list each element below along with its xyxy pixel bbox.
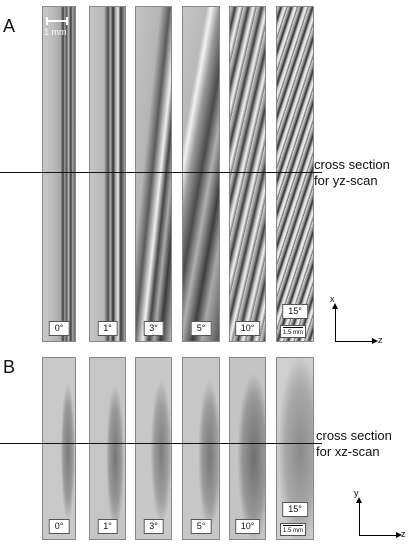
angle-label-a-3: 3° (143, 321, 164, 336)
cross-section-label-b: cross section for xz-scan (316, 428, 392, 460)
scale-bar (46, 17, 68, 25)
strip-a-5deg: 5° (182, 6, 220, 342)
cross-section-label-b-line1: cross section (316, 428, 392, 443)
axis-indicator-b: y z (354, 488, 406, 539)
strip-a-10deg: 10° (229, 6, 266, 342)
mini-scale-label: 1.5 mm (283, 330, 304, 336)
scale-bar-label: 1 mm (44, 27, 67, 37)
cross-section-line-a (0, 172, 322, 173)
strip-b-5deg: 5° (182, 357, 220, 540)
mini-scale-bar: 1.5 mm (280, 325, 307, 338)
axis-arrow-vertical (332, 303, 338, 342)
angle-label-b-5: 5° (190, 519, 212, 534)
angle-label-b-0: 0° (48, 519, 70, 534)
angle-label-a-15: 15° (282, 304, 308, 319)
cross-section-line-b (0, 443, 322, 444)
strip-a-15deg: 1.5 mm 15° (276, 6, 314, 342)
cross-section-label-a-line1: cross section (314, 157, 390, 172)
axis-indicator-a: x z (330, 294, 383, 345)
angle-label-b-1: 1° (97, 519, 118, 534)
angle-label-a-10: 10° (234, 321, 261, 336)
strip-b-10deg: 10° (229, 357, 266, 540)
strip-b-15deg: 1.5 mm 15° (276, 357, 314, 540)
angle-label-b-15: 15° (282, 502, 308, 517)
axis-arrow-vertical-b (356, 497, 362, 536)
mini-scale-bar-b: 1.5 mm (280, 523, 307, 536)
axis-label-z: z (378, 335, 383, 345)
angle-label-a-0: 0° (48, 321, 70, 336)
angle-label-a-5: 5° (190, 321, 212, 336)
strip-a-3deg: 3° (135, 6, 172, 342)
axis-label-x: x (330, 294, 335, 304)
strip-a-1deg: 1° (89, 6, 126, 342)
cross-section-label-a-line2: for yz-scan (314, 173, 378, 188)
panel-b-letter: B (3, 357, 16, 377)
mini-scale-line (283, 327, 304, 328)
axis-label-y: y (354, 488, 359, 498)
cross-section-label-b-line2: for xz-scan (316, 444, 380, 459)
panel-a-letter: A (3, 16, 16, 36)
strip-a-0deg: 1 mm 0° (42, 6, 76, 342)
cross-section-label-a: cross section for yz-scan (314, 157, 390, 189)
angle-label-b-10: 10° (234, 519, 261, 534)
strip-b-0deg: 0° (42, 357, 76, 540)
axis-label-z-b: z (401, 529, 406, 539)
angle-label-a-1: 1° (97, 321, 118, 336)
axis-arrow-horizontal (335, 338, 378, 344)
axis-arrow-horizontal-b (359, 532, 402, 538)
angle-label-b-3: 3° (143, 519, 164, 534)
strip-b-3deg: 3° (135, 357, 172, 540)
mini-scale-line-b (283, 525, 304, 526)
mini-scale-label-b: 1.5 mm (283, 528, 304, 534)
strip-b-1deg: 1° (89, 357, 126, 540)
